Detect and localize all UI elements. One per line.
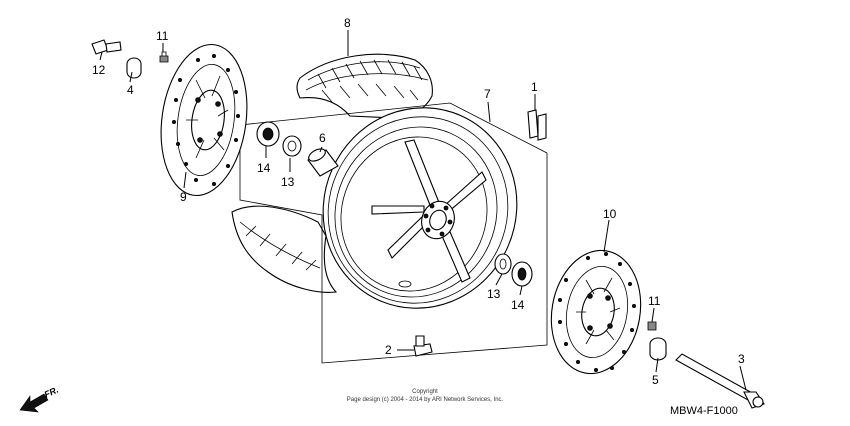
front-label: FR. <box>43 385 60 400</box>
callout-14b: 14 <box>511 298 525 312</box>
callout-10: 10 <box>603 207 617 221</box>
collar-4[interactable] <box>126 57 142 79</box>
callout-14a: 14 <box>257 161 271 175</box>
callout-7: 7 <box>484 87 491 101</box>
callout-11b: 11 <box>648 294 661 308</box>
copyright-line-1: Copyright <box>412 389 438 395</box>
callout-1: 1 <box>531 80 538 94</box>
callout-13a: 13 <box>281 175 295 189</box>
callout-9: 9 <box>180 190 187 204</box>
bolt-11-right[interactable] <box>647 321 657 331</box>
valve-2[interactable] <box>413 335 433 357</box>
diagram-code: MBW4-F1000 <box>670 405 738 417</box>
bolt-12[interactable] <box>91 39 122 55</box>
wheel-reference-box <box>239 102 548 364</box>
tire[interactable] <box>231 53 433 293</box>
copyright-line-2: Page design (c) 2004 - 2014 by ARI Netwo… <box>347 397 504 403</box>
front-arrow-icon <box>19 393 49 413</box>
callout-2: 2 <box>385 343 392 357</box>
callouts: 1 2 3 4 5 6 7 8 9 10 11 11 12 13 13 14 1… <box>92 16 745 387</box>
callout-8: 8 <box>344 16 351 30</box>
disc-left-holes <box>171 54 240 186</box>
front-wheel-rim[interactable] <box>291 77 549 340</box>
callout-4: 4 <box>127 83 134 97</box>
bearing-14-left[interactable] <box>256 121 280 147</box>
callout-11a: 11 <box>156 29 169 43</box>
callout-13b: 13 <box>487 287 501 301</box>
disc-right-holes <box>558 251 637 372</box>
clip-1[interactable] <box>527 109 547 141</box>
seal-13-right[interactable] <box>494 253 512 275</box>
brake-disc-right[interactable] <box>542 243 650 380</box>
bearing-14-right[interactable] <box>511 261 533 287</box>
callout-6: 6 <box>319 131 326 145</box>
brake-disc-left[interactable] <box>152 39 256 201</box>
callout-12: 12 <box>92 63 106 77</box>
callout-5: 5 <box>652 373 659 387</box>
leader-lines <box>99 30 747 391</box>
axle-3[interactable] <box>675 353 765 409</box>
bolt-11-left[interactable] <box>159 51 169 63</box>
callout-3: 3 <box>738 352 745 366</box>
spacer-6[interactable] <box>307 146 339 177</box>
collar-5[interactable] <box>649 337 667 361</box>
seal-13-left[interactable] <box>282 135 302 157</box>
front-direction-marker: FR. <box>19 385 60 413</box>
